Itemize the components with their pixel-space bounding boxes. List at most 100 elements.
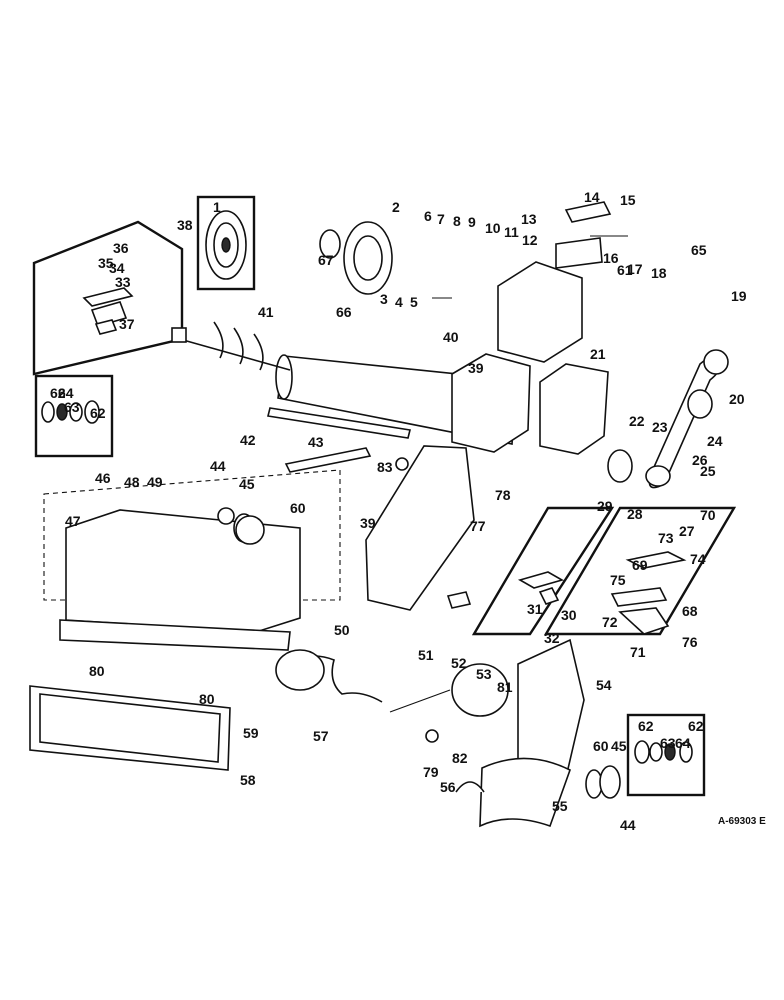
callout-83: 83	[377, 459, 393, 475]
callout-5: 5	[410, 294, 418, 310]
callout-44: 44	[210, 458, 226, 474]
callout-60: 60	[290, 500, 306, 516]
callout-15: 15	[620, 192, 636, 208]
callout-23: 23	[652, 419, 668, 435]
callout-51: 51	[418, 647, 434, 663]
callout-27: 27	[679, 523, 695, 539]
callout-44: 44	[620, 817, 636, 833]
callout-18: 18	[651, 265, 667, 281]
callout-22: 22	[629, 413, 645, 429]
callout-42: 42	[240, 432, 256, 448]
callout-14: 14	[584, 189, 600, 205]
callout-40: 40	[443, 329, 459, 345]
callout-63: 63	[660, 735, 676, 751]
callout-74: 74	[690, 551, 706, 567]
callout-61: 61	[617, 262, 633, 278]
callout-64: 64	[675, 735, 691, 751]
callout-65: 65	[691, 242, 707, 258]
callout-41: 41	[258, 304, 274, 320]
callout-80: 80	[199, 691, 215, 707]
callout-82: 82	[452, 750, 468, 766]
callout-53: 53	[476, 666, 492, 682]
callout-29: 29	[597, 498, 613, 514]
trough-group-outline	[43, 469, 341, 601]
callout-16: 16	[603, 250, 619, 266]
callout-13: 13	[521, 211, 537, 227]
callout-55: 55	[552, 798, 568, 814]
shield	[564, 201, 612, 223]
callout-39: 39	[360, 515, 376, 531]
callout-48: 48	[124, 474, 140, 490]
callout-26: 26	[692, 452, 708, 468]
callout-59: 59	[243, 725, 259, 741]
callout-79: 79	[423, 764, 439, 780]
callout-70: 70	[700, 507, 716, 523]
callout-11: 11	[504, 224, 519, 240]
callout-80: 80	[89, 663, 105, 679]
elevator-housing-upper	[451, 353, 531, 453]
inset-box-pulley	[196, 195, 256, 291]
drawing-code: A-69303 E	[718, 816, 766, 827]
callout-37: 37	[119, 316, 135, 332]
callout-69: 69	[632, 557, 648, 573]
callout-62: 62	[688, 718, 704, 734]
callout-9: 9	[468, 214, 476, 230]
callout-45: 45	[239, 476, 255, 492]
callout-64: 64	[58, 385, 74, 401]
callout-10: 10	[485, 220, 501, 236]
callout-66: 66	[336, 304, 352, 320]
callout-52: 52	[451, 655, 467, 671]
callout-57: 57	[313, 728, 329, 744]
callout-60: 60	[593, 738, 609, 754]
gearbox-housing	[497, 261, 583, 363]
inset-box-bearing-left	[34, 374, 114, 458]
callout-72: 72	[602, 614, 618, 630]
callout-38: 38	[177, 217, 193, 233]
callout-33: 33	[115, 274, 131, 290]
callout-30: 30	[561, 607, 577, 623]
callout-75: 75	[610, 572, 626, 588]
callout-2: 2	[392, 199, 400, 215]
callout-71: 71	[630, 644, 646, 660]
callout-78: 78	[495, 487, 511, 503]
callout-8: 8	[453, 213, 461, 229]
callout-62: 62	[90, 405, 106, 421]
callout-28: 28	[627, 506, 643, 522]
callout-46: 46	[95, 470, 111, 486]
callout-62: 62	[50, 385, 66, 401]
callout-76: 76	[682, 634, 698, 650]
inset-box-bearing-right	[626, 713, 706, 797]
callout-20: 20	[729, 391, 745, 407]
callout-3: 3	[380, 291, 388, 307]
callout-56: 56	[440, 779, 456, 795]
callout-47: 47	[65, 513, 81, 529]
callout-17: 17	[627, 261, 643, 277]
cover-shield	[479, 757, 571, 828]
callout-31: 31	[527, 601, 543, 617]
callout-58: 58	[240, 772, 256, 788]
callout-36: 36	[113, 240, 129, 256]
upper-auger-flighting	[175, 321, 291, 371]
callout-1: 1	[213, 199, 221, 215]
callout-63: 63	[64, 399, 80, 415]
drive-drum	[451, 663, 509, 717]
callout-6: 6	[424, 208, 432, 224]
callout-24: 24	[707, 433, 723, 449]
callout-49: 49	[147, 474, 163, 490]
callout-67: 67	[318, 252, 334, 268]
inset-box-lever	[32, 220, 184, 376]
callout-34: 34	[109, 260, 125, 276]
cleanout-door-inner	[39, 693, 221, 763]
callout-32: 32	[544, 630, 560, 646]
callout-12: 12	[522, 232, 538, 248]
trough	[65, 509, 301, 633]
top-cover	[555, 237, 603, 269]
callout-43: 43	[308, 434, 324, 450]
callout-7: 7	[437, 211, 445, 227]
trough-liner	[59, 619, 291, 651]
callout-39: 39	[468, 360, 484, 376]
callout-77: 77	[470, 518, 486, 534]
callout-35: 35	[98, 255, 114, 271]
